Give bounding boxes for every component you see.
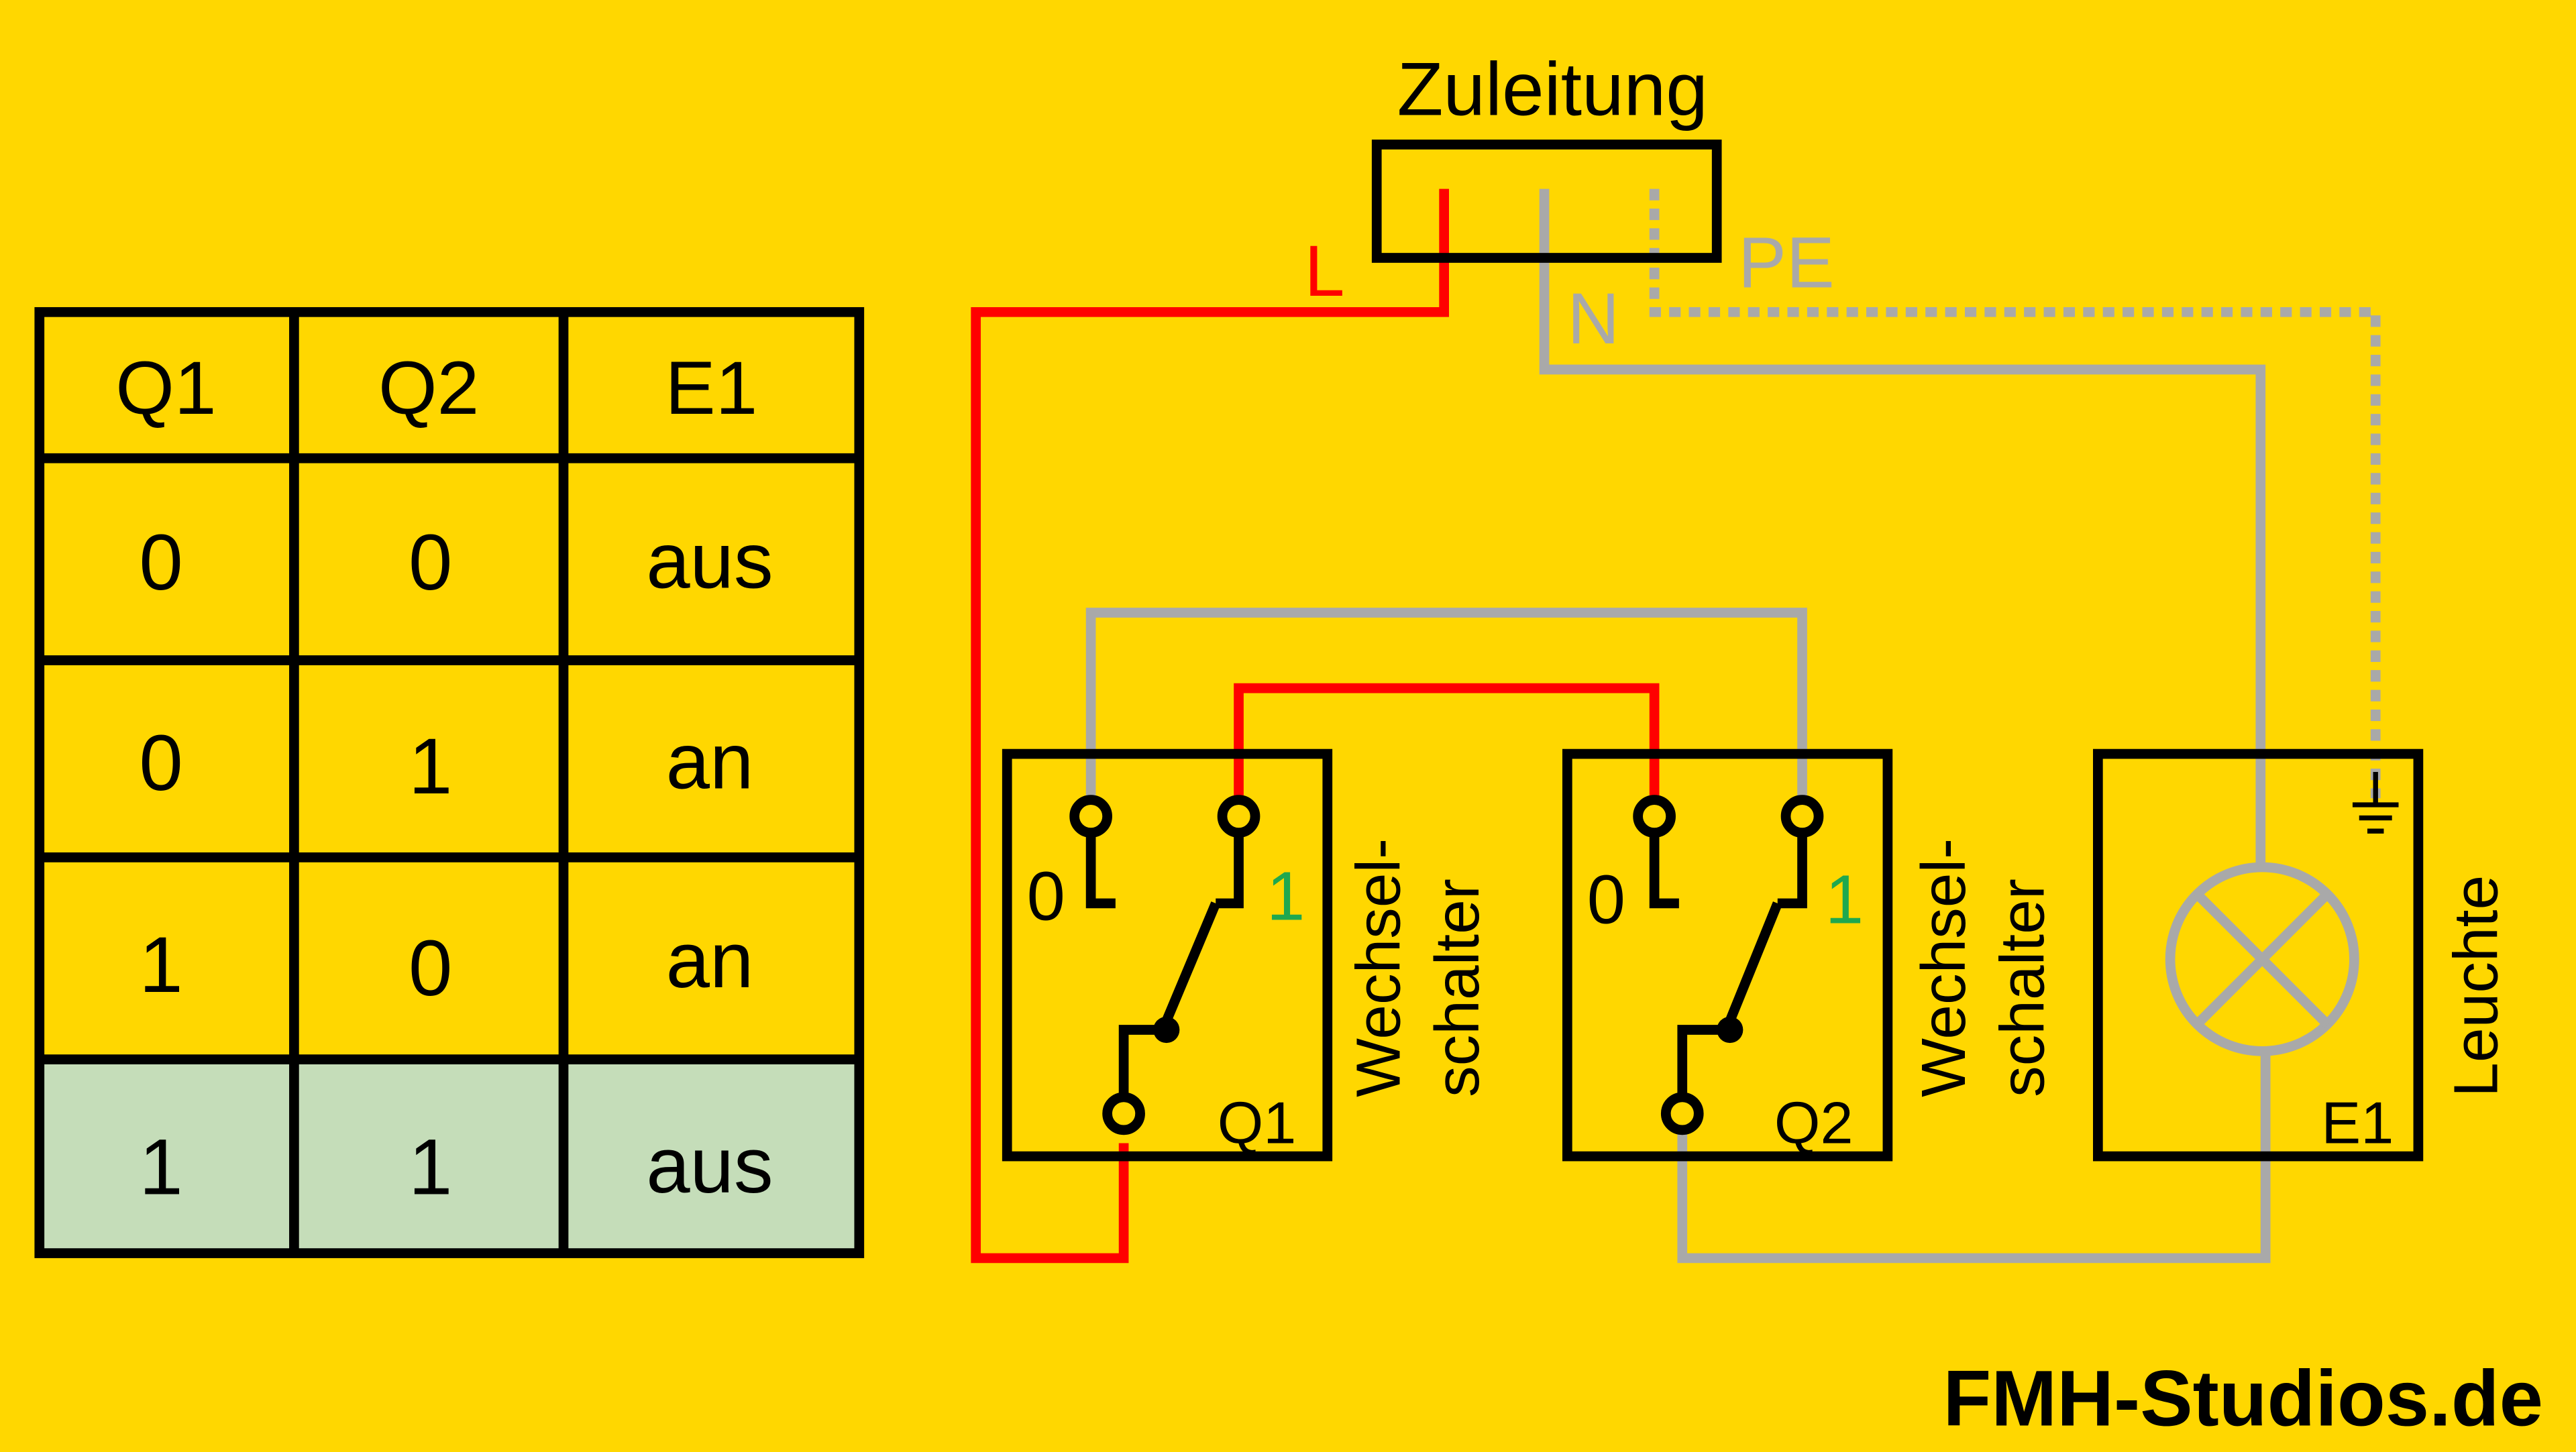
switch-q2-pivot: [1717, 1016, 1743, 1044]
supply-box: [1371, 139, 1722, 263]
switch-q1-id: Q1: [1218, 1089, 1297, 1156]
table-cell: 0: [139, 518, 182, 606]
switch-q2-box: [1562, 748, 1893, 1162]
switch-q2-name-line1: Wechsel-: [1909, 838, 1978, 1097]
terminal-icon: [1660, 1092, 1704, 1135]
lamp-box: [2093, 748, 2424, 1162]
terminal-icon: [1780, 795, 1824, 838]
neutral-label: N: [1567, 278, 1619, 359]
switch-q2: 0 1 Q2 Wechsel- schalter: [1562, 748, 2057, 1162]
terminal-icon: [1217, 795, 1260, 838]
switch-q1: 0 1 Q1 Wechsel- schalter: [1002, 748, 1492, 1162]
switch-q1-pos0: 0: [1027, 857, 1065, 934]
table-cell: 0: [409, 924, 452, 1012]
switch-q2-name-line2: schalter: [1988, 879, 2057, 1097]
truth-table: Q1 Q2 E1 0 0 aus 0 1 an 1 0 an 1 1 aus: [34, 306, 865, 1258]
switch-q1-name-line2: schalter: [1422, 879, 1492, 1097]
protective-earth-label: PE: [1738, 222, 1835, 303]
terminal-icon: [1633, 795, 1676, 838]
switch-q1-box: [1002, 748, 1333, 1162]
table-cell: 0: [139, 719, 182, 807]
table-cell: 0: [409, 518, 452, 606]
table-cell: aus: [646, 1121, 773, 1209]
terminal-icon: [1102, 1092, 1145, 1135]
table-header-q1: Q1: [115, 345, 216, 430]
wire-protective-earth: [1649, 188, 2381, 799]
table-grid: [39, 312, 859, 1253]
lamp-id: E1: [2321, 1089, 2394, 1156]
switch-q1-pos1: 1: [1267, 857, 1305, 934]
terminal-icon: [1069, 795, 1112, 838]
table-cell: 1: [409, 722, 452, 810]
table-cell: 1: [139, 1123, 182, 1211]
switch-q2-pos0: 0: [1587, 860, 1625, 938]
table-cell: aus: [646, 517, 773, 605]
supply-label: Zuleitung: [1397, 46, 1708, 131]
switch-q2-id: Q2: [1774, 1089, 1854, 1156]
supply-terminal: Zuleitung L N PE: [1304, 46, 1834, 358]
switch-q1-name-line1: Wechsel-: [1344, 838, 1413, 1097]
switch-q2-pos1: 1: [1825, 860, 1864, 938]
table-header-e1: E1: [665, 345, 758, 430]
lamp-icon: [2165, 862, 2359, 1056]
wire-traveler-red: [1234, 683, 1660, 803]
phase-label: L: [1304, 230, 1344, 311]
table-cell: 1: [139, 921, 182, 1009]
lamp-e1: E1 Leuchte: [2093, 748, 2510, 1162]
wire-neutral: [1539, 188, 2266, 864]
table-cell: an: [666, 916, 754, 1004]
table-cell: 1: [409, 1123, 452, 1211]
table-header-q2: Q2: [378, 345, 479, 430]
ground-icon: [2352, 772, 2399, 834]
table-cell: an: [666, 718, 754, 805]
wire-phase-supply: [971, 188, 1449, 1264]
table-frame: [34, 306, 865, 1258]
brand-logo-text: FMH-Studios.de: [1943, 1355, 2543, 1443]
highlighted-row-bg: [39, 1059, 859, 1253]
switch-q1-pivot: [1153, 1016, 1180, 1044]
lamp-name: Leuchte: [2440, 875, 2510, 1097]
wire-traveler-grey: [1085, 608, 1807, 803]
